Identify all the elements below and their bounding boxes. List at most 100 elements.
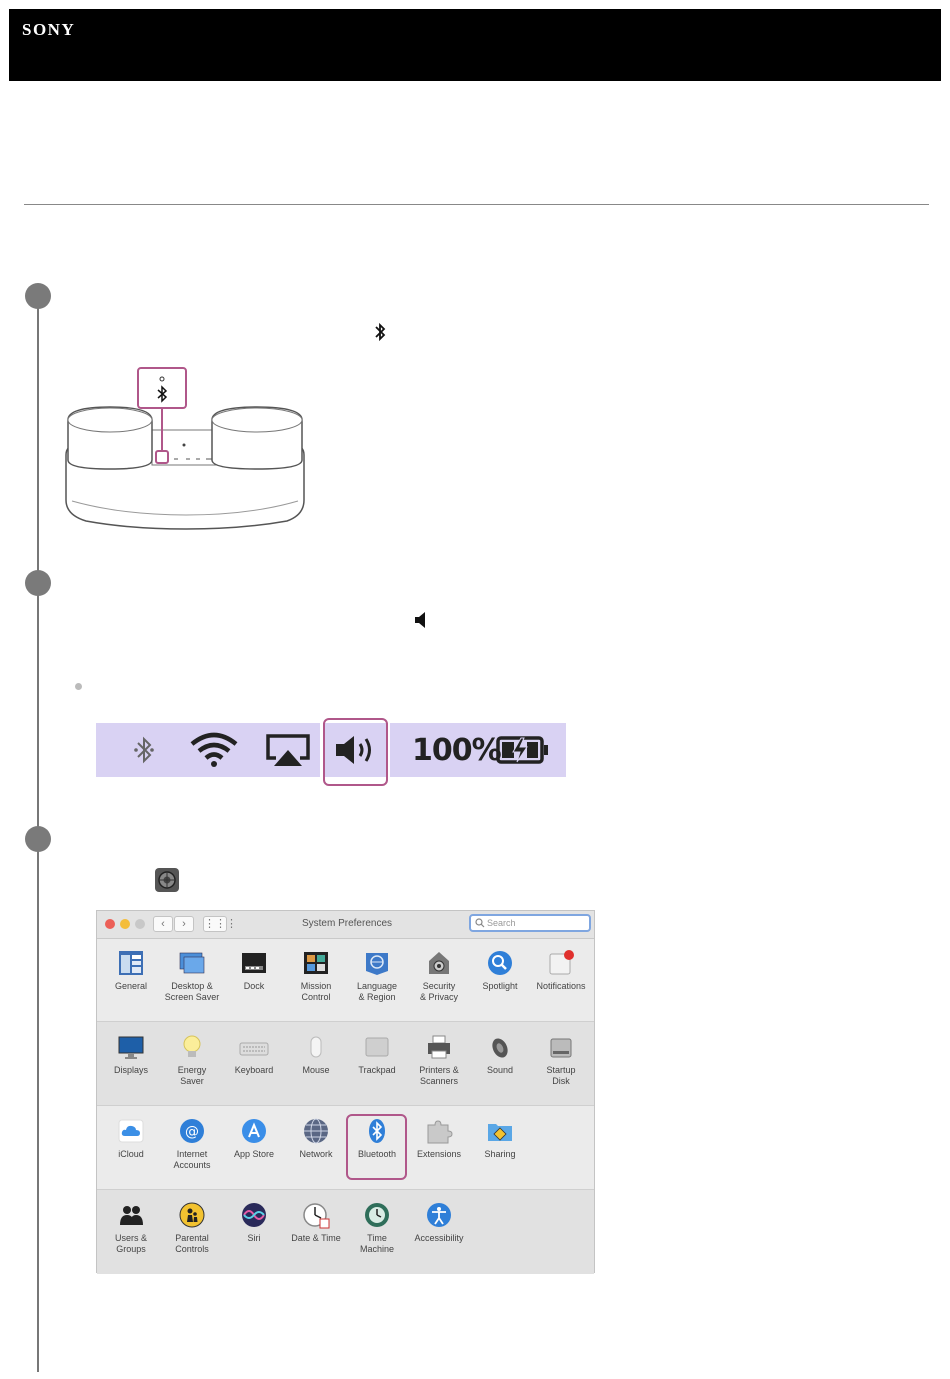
pref-label: Displays <box>113 1065 148 1075</box>
pref-parental-controls[interactable]: Parental Controls <box>161 1200 223 1255</box>
pref-icloud[interactable]: iCloud <box>100 1116 162 1160</box>
pref-label: Sound <box>486 1065 514 1075</box>
displays-icon <box>118 1036 144 1059</box>
step-3-marker <box>25 826 51 852</box>
preferences-row-4: Users & Groups Parental Controls Siri Da… <box>97 1190 594 1274</box>
internet-accounts-icon: @ <box>180 1119 204 1143</box>
keyboard-icon <box>239 1042 269 1056</box>
pref-mouse[interactable]: Mouse <box>285 1032 347 1076</box>
pref-label: Keyboard <box>234 1065 274 1075</box>
pref-label: Extensions <box>416 1149 462 1159</box>
pref-accessibility[interactable]: Accessibility <box>408 1200 470 1244</box>
pref-label: Mission Control <box>300 981 332 1002</box>
menubar-battery-charging-icon[interactable] <box>494 723 552 777</box>
pref-mission-control[interactable]: Mission Control <box>285 948 347 1003</box>
search-placeholder: Search <box>487 918 516 928</box>
app-store-icon <box>242 1119 266 1143</box>
users-icon <box>120 1206 143 1225</box>
pref-bluetooth[interactable]: Bluetooth <box>346 1116 408 1160</box>
close-button[interactable] <box>105 919 115 929</box>
pref-extensions[interactable]: Extensions <box>408 1116 470 1160</box>
pref-network[interactable]: Network <box>285 1116 347 1160</box>
pref-label: Printers & Scanners <box>419 1065 459 1086</box>
pref-label: Sharing <box>484 1149 516 1159</box>
pref-displays[interactable]: Displays <box>100 1032 162 1076</box>
pref-label: Bluetooth <box>357 1149 397 1159</box>
spotlight-icon <box>488 951 512 975</box>
menubar-airplay-icon[interactable] <box>262 723 314 777</box>
menubar-wifi-icon[interactable] <box>186 723 242 777</box>
pref-keyboard[interactable]: Keyboard <box>223 1032 285 1076</box>
pref-dock[interactable]: Dock <box>223 948 285 992</box>
pref-label: Notifications <box>536 981 586 991</box>
date-time-icon <box>303 1203 330 1229</box>
extensions-icon <box>427 1120 453 1144</box>
pref-label: Internet Accounts <box>173 1149 211 1170</box>
title-divider <box>24 204 929 205</box>
pref-app-store[interactable]: App Store <box>223 1116 285 1160</box>
pref-users-groups[interactable]: Users & Groups <box>100 1200 162 1255</box>
pref-language-region[interactable]: Language & Region <box>346 948 408 1003</box>
show-all-button[interactable]: ⋮⋮⋮ <box>203 916 237 932</box>
mission-control-icon <box>304 952 328 974</box>
pref-label: Security & Privacy <box>419 981 458 1002</box>
step-1-marker <box>25 283 51 309</box>
desktop-icon <box>179 952 205 974</box>
system-preferences-window: ‹ › ⋮⋮⋮ System Preferences Search Genera… <box>96 910 595 1274</box>
pref-label: Mouse <box>302 1065 330 1075</box>
pref-energy-saver[interactable]: Energy Saver <box>161 1032 223 1087</box>
pref-label: Siri <box>247 1233 261 1243</box>
pref-general[interactable]: General <box>100 948 162 992</box>
sony-logo: SONY <box>22 20 76 39</box>
menubar-volume-icon[interactable] <box>330 723 380 777</box>
pref-label: General <box>114 981 148 991</box>
pref-label: App Store <box>233 1149 275 1159</box>
pref-label: Network <box>299 1149 333 1159</box>
pref-label: Users & Groups <box>114 1233 147 1254</box>
menubar-bluetooth-icon[interactable] <box>124 723 164 777</box>
window-title: System Preferences <box>301 918 393 929</box>
window-title-bar: ‹ › ⋮⋮⋮ System Preferences Search <box>97 911 594 939</box>
back-button[interactable]: ‹ <box>153 916 173 932</box>
forward-button[interactable]: › <box>174 916 194 932</box>
pref-siri[interactable]: Siri <box>223 1200 285 1244</box>
language-icon <box>366 953 388 975</box>
preferences-row-3: iCloud @ Internet Accounts App Store Net… <box>97 1106 594 1190</box>
pref-desktop[interactable]: Desktop & Screen Saver <box>161 948 223 1003</box>
preferences-row-1: General Desktop & Screen Saver Dock Miss… <box>97 938 594 1022</box>
time-machine-icon <box>365 1203 389 1227</box>
siri-icon <box>242 1203 266 1227</box>
pref-startup-disk[interactable]: Startup Disk <box>530 1032 592 1087</box>
bluetooth-highlight <box>346 1114 407 1180</box>
pref-time-machine[interactable]: Time Machine <box>346 1200 408 1255</box>
pref-internet-accounts[interactable]: @ Internet Accounts <box>161 1116 223 1171</box>
system-preferences-icon <box>155 868 179 892</box>
notifications-icon <box>549 950 574 975</box>
pref-security-privacy[interactable]: Security & Privacy <box>408 948 470 1003</box>
pref-label: Time Machine <box>359 1233 395 1254</box>
pref-label: Date & Time <box>291 1233 341 1243</box>
icloud-icon <box>118 1119 144 1143</box>
general-icon <box>119 951 143 975</box>
pref-trackpad[interactable]: Trackpad <box>346 1032 408 1076</box>
search-field[interactable]: Search <box>469 914 591 932</box>
startup-disk-icon <box>550 1038 572 1058</box>
minimize-button[interactable] <box>120 919 130 929</box>
printer-icon <box>428 1035 450 1059</box>
pref-label: Dock <box>243 981 265 991</box>
volume-icon <box>415 612 425 628</box>
pref-printers-scanners[interactable]: Printers & Scanners <box>408 1032 470 1087</box>
pref-label: Energy Saver <box>177 1065 207 1086</box>
parental-controls-icon <box>179 1202 205 1228</box>
pref-spotlight[interactable]: Spotlight <box>469 948 531 992</box>
pref-sound[interactable]: Sound <box>469 1032 531 1076</box>
dock-icon <box>242 953 266 973</box>
preferences-row-2: Displays Energy Saver Keyboard Mouse Tra… <box>97 1022 594 1106</box>
zoom-button[interactable] <box>135 919 145 929</box>
mouse-icon <box>310 1036 322 1058</box>
pref-sharing[interactable]: Sharing <box>469 1116 531 1160</box>
pref-date-time[interactable]: Date & Time <box>285 1200 347 1244</box>
speaker-illustration <box>65 367 305 530</box>
pref-label: Desktop & Screen Saver <box>164 981 220 1002</box>
pref-notifications[interactable]: Notifications <box>530 948 592 992</box>
